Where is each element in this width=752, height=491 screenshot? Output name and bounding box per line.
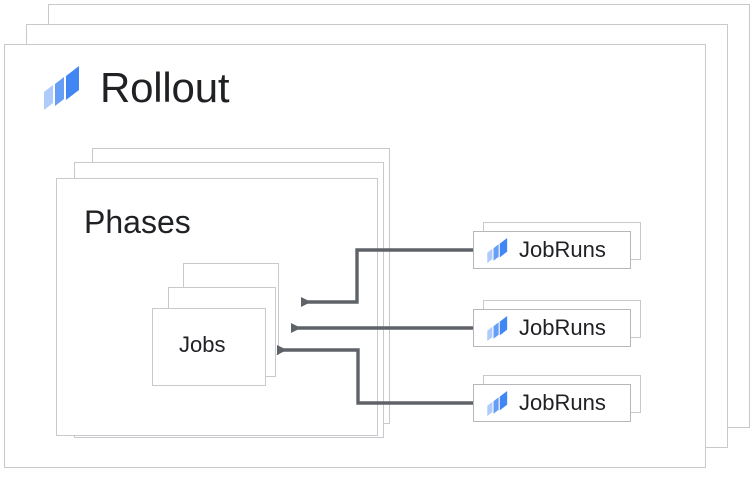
jobs-container [152, 308, 266, 386]
rollout-logo-icon [485, 315, 510, 341]
jobruns-label-3: JobRuns [519, 390, 606, 415]
phases-title: Phases [84, 204, 191, 240]
jobruns-card-3[interactable]: JobRuns [473, 384, 631, 422]
rollout-title: Rollout [100, 64, 230, 111]
rollout-header: Rollout [40, 64, 230, 111]
jobruns-label-2: JobRuns [519, 315, 606, 340]
rollout-logo-icon [40, 66, 84, 110]
jobruns-label-1: JobRuns [519, 237, 606, 262]
rollout-logo-icon [485, 237, 510, 263]
jobs-title: Jobs [179, 332, 226, 357]
jobruns-card-1[interactable]: JobRuns [473, 231, 631, 269]
jobruns-card-2[interactable]: JobRuns [473, 309, 631, 347]
rollout-logo-icon [485, 390, 510, 416]
